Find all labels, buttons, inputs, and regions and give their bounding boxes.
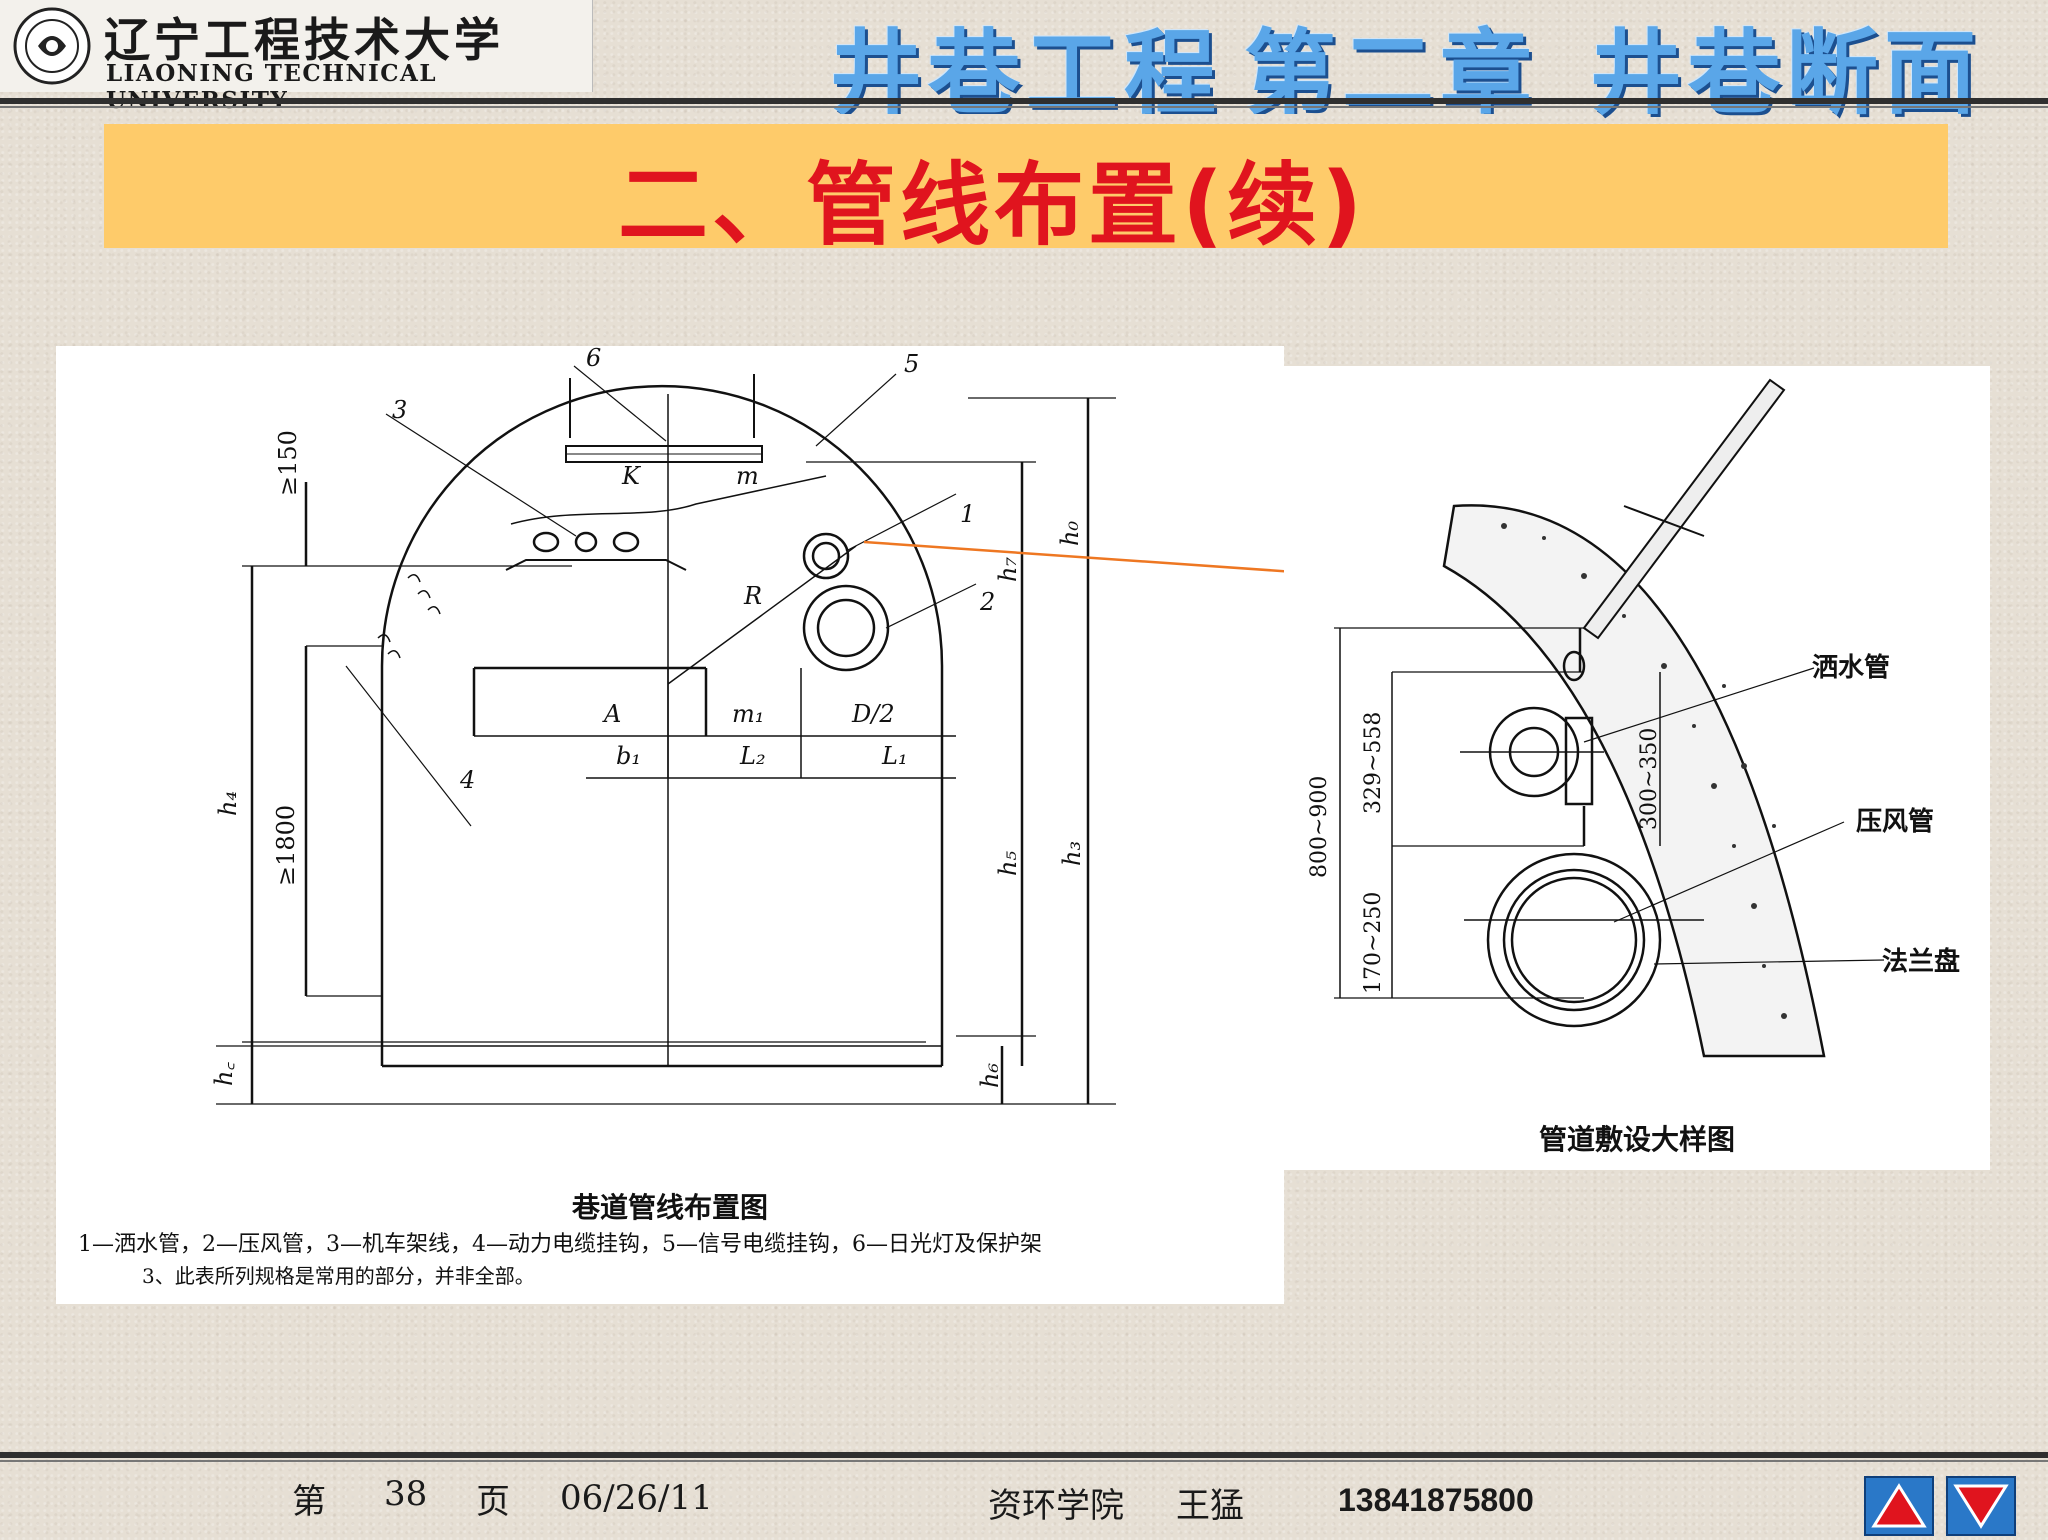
label-ge150: ≥150 [274, 430, 302, 496]
label-D2: D/2 [851, 700, 895, 728]
footer-date: 06/26/11 [560, 1478, 713, 1518]
label-air-pipe: 压风管 [1856, 807, 1934, 837]
label-m: m [736, 462, 759, 490]
bottom-divider [0, 1452, 2048, 1458]
left-figure-note: 3、此表所列规格是常用的部分，并非全部。 [142, 1264, 535, 1288]
roadway-cross-section-drawing: 1 2 3 4 5 6 K m R A m₁ D/2 b₁ L₂ L₁ ≥150… [210, 346, 1284, 1105]
dim-800-900: 800~900 [1307, 776, 1332, 878]
title-bar: 二、管线布置(续) [104, 124, 1948, 258]
pipe-laying-detail-drawing: 洒水管 压风管 法兰盘 800~900 329~558 300~350 170~… [1307, 378, 1960, 1058]
label-h4: h₄ [214, 791, 242, 816]
dim-170-250: 170~250 [1361, 892, 1386, 994]
dim-300-350: 300~350 [1637, 728, 1662, 830]
label-b1: b₁ [616, 742, 641, 770]
dim-329-558: 329~558 [1361, 712, 1386, 814]
label-5: 5 [904, 350, 919, 378]
left-figure-legend: 1—洒水管，2—压风管，3—机车架线，4—动力电缆挂钩，5—信号电缆挂钩，6—日… [78, 1232, 1042, 1257]
top-divider [0, 98, 2048, 104]
label-K: K [621, 462, 642, 490]
triangle-up-icon [1864, 1476, 1934, 1536]
left-figure-caption: 巷道管线布置图 [571, 1191, 768, 1224]
logo-chinese-name: 辽宁工程技术大学 [104, 13, 504, 67]
label-1: 1 [960, 500, 975, 528]
label-2: 2 [979, 588, 995, 616]
footer-department: 资环学院 [988, 1486, 1124, 1526]
triangle-down-icon [1946, 1476, 2016, 1536]
roadway-pipeline-layout-figure: 1 2 3 4 5 6 K m R A m₁ D/2 b₁ L₂ L₁ ≥150… [56, 346, 1284, 1304]
footer-phone: 13841875800 [1338, 1482, 1534, 1518]
label-h7: h₇ [994, 557, 1022, 582]
label-R: R [743, 582, 762, 610]
next-slide-button[interactable] [1946, 1476, 2016, 1536]
label-A: A [602, 700, 621, 728]
footer-author: 王猛 [1176, 1486, 1244, 1526]
previous-slide-button[interactable] [1864, 1476, 1934, 1536]
label-4: 4 [459, 766, 475, 794]
footer-page-prefix: 第 [292, 1482, 326, 1522]
label-flange: 法兰盘 [1882, 946, 1960, 977]
label-6: 6 [586, 346, 601, 372]
label-m1: m₁ [732, 700, 764, 728]
label-L2: L₂ [739, 742, 766, 770]
label-sprinkler-pipe: 洒水管 [1812, 653, 1890, 683]
university-seal-icon [13, 7, 91, 85]
footer-page-number: 38 [384, 1474, 428, 1514]
label-L1: L₁ [881, 742, 908, 770]
university-logo: 辽宁工程技术大学 LIAONING TECHNICAL UNIVERSITY [0, 0, 593, 114]
label-h0: h₀ [1056, 521, 1084, 546]
right-figure-caption: 管道敷设大样图 [1538, 1123, 1735, 1156]
footer-page-suffix: 页 [476, 1482, 510, 1522]
slide-title: 二、管线布置(续) [618, 153, 1367, 258]
label-h3: h₃ [1058, 841, 1086, 866]
top-divider-thin [0, 106, 2048, 108]
label-ge1800: ≥1800 [272, 805, 300, 886]
pipe-laying-detail-figure: 洒水管 压风管 法兰盘 800~900 329~558 300~350 170~… [1284, 366, 1990, 1170]
label-3: 3 [392, 396, 407, 424]
label-h5: h₅ [994, 851, 1022, 876]
label-h6: h₆ [976, 1063, 1004, 1088]
bottom-divider-thin [0, 1460, 2048, 1462]
label-hc: h꜀ [210, 1062, 238, 1086]
